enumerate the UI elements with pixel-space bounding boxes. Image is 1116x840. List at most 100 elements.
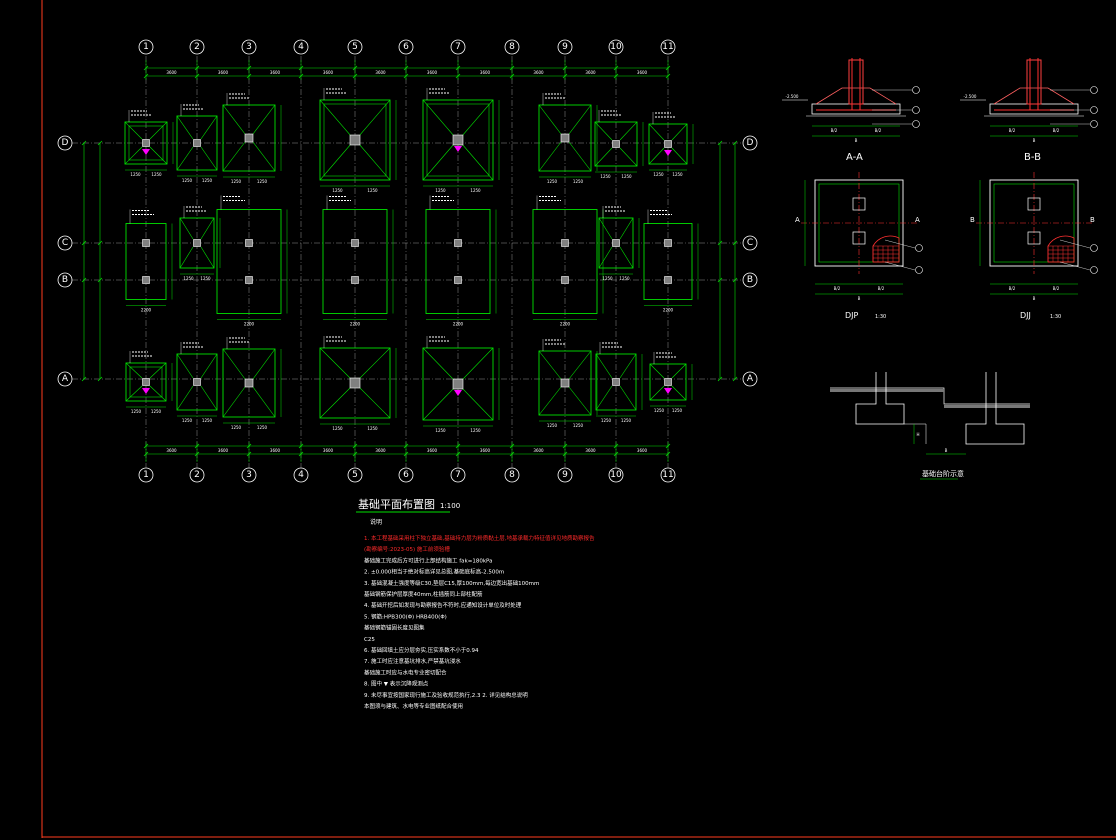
footing-slope-line — [222, 141, 246, 172]
note-line: 本图须与建筑、水电等专业图纸配合使用 — [364, 702, 463, 710]
callout-bubble — [912, 106, 920, 114]
note-line: 基础钢筋保护层厚度40mm,柱插筋同上部柱配筋 — [364, 590, 483, 598]
footing-dimension-text: 1250 — [332, 426, 343, 431]
footing-slope — [815, 87, 897, 105]
footing-section — [965, 372, 1025, 445]
column — [561, 276, 569, 284]
dimension-tick — [717, 277, 723, 283]
dimension-text: B/2 — [1053, 286, 1060, 291]
column — [142, 276, 150, 284]
footing-slope-line — [319, 143, 352, 181]
dimension-text: B/2 — [834, 286, 841, 291]
dimension-tick — [97, 277, 103, 283]
footing-slope-line — [649, 385, 665, 401]
grid-bubble-label: 4 — [298, 470, 304, 480]
column — [142, 239, 150, 247]
footing-slope-line — [619, 385, 637, 411]
callout-leader — [884, 261, 916, 271]
note-line: 1. 本工程基础采用柱下独立基础,基础持力层为粉质黏土层,地基承载力特征值详见地… — [364, 534, 595, 542]
footing-dimension-text: 1250 — [672, 172, 683, 177]
grid-bubble-label: 5 — [352, 470, 358, 480]
grid-bubble — [57, 272, 73, 288]
grid-bubble — [660, 467, 676, 483]
footing-plan-title: DJJ — [1020, 311, 1031, 320]
note-line: (勘察编号:2023-05) 施工前须验槽 — [364, 545, 450, 553]
grid-bubble-label: 4 — [298, 42, 304, 52]
dimension-text: 3600 — [323, 448, 334, 453]
settlement-marker-icon — [142, 388, 150, 394]
section-label: A-A — [846, 152, 863, 163]
plan-scale: 1:100 — [440, 502, 460, 510]
section-mark: A — [915, 216, 920, 224]
footing-slope-line — [595, 385, 613, 411]
grid-bubble-label: C — [747, 238, 753, 248]
footing-slope-line — [461, 347, 494, 381]
column — [245, 239, 253, 247]
rebar-quadrant — [1047, 235, 1075, 263]
grid-bubble-label: D — [747, 138, 754, 148]
footing-dimension-text: 1250 — [183, 276, 194, 281]
footing-slope-line — [568, 141, 592, 172]
dimension-tick — [97, 376, 103, 382]
column — [142, 139, 150, 147]
grid-bubble-label: 9 — [562, 42, 568, 52]
grid-bubble-label: A — [747, 374, 754, 384]
footing-slope-line — [200, 353, 218, 379]
combined-footing: 2200 — [125, 209, 173, 313]
footing-dimension-text: 1250 — [257, 179, 268, 184]
footing-outline — [532, 209, 598, 314]
note-line: 7. 施工时应注意基坑排水,严禁基坑浸水 — [364, 657, 461, 665]
dimension-text: 3600 — [218, 448, 229, 453]
footing-slope-line — [538, 386, 562, 416]
dimension-text: 3600 — [323, 70, 334, 75]
dimension-text: B/2 — [1053, 128, 1060, 133]
footing-slope-line — [422, 347, 455, 381]
grid-bubble — [189, 467, 205, 483]
footing-dimension-text: 1250 — [621, 418, 632, 423]
grid-bubble — [138, 39, 154, 55]
footing-outline — [125, 362, 167, 402]
grid-bubble-label: A — [62, 374, 69, 384]
footing-slope-line — [538, 141, 562, 172]
footing-dimension-text: 1250 — [131, 409, 142, 414]
footing-dimension-text: 1250 — [257, 425, 268, 430]
section-mark: B — [1090, 216, 1095, 224]
footing-slope-line — [671, 147, 688, 165]
footing-slope-line — [538, 104, 562, 135]
column — [454, 276, 462, 284]
callout-leader — [1059, 239, 1091, 249]
footing-slope-line — [422, 143, 455, 181]
footing-dimension-text: 1250 — [202, 418, 213, 423]
footing-dimension-text: 1250 — [601, 418, 612, 423]
grid-bubble-label: 11 — [662, 42, 673, 52]
callout-leader — [1059, 261, 1091, 271]
grid-bubble-label: 10 — [610, 470, 622, 480]
column — [244, 378, 254, 388]
footing-slope-line — [252, 348, 276, 380]
dimension-tick — [717, 140, 723, 146]
dimension-tick — [97, 240, 103, 246]
footing-slope-line — [252, 386, 276, 418]
grid-bubble-label: 8 — [509, 470, 515, 480]
column — [351, 276, 359, 284]
grid-bubble-label: C — [62, 238, 68, 248]
grid-bubble — [742, 135, 758, 151]
footing-dimension-text: 1250 — [200, 276, 211, 281]
footing-slope-line — [200, 217, 215, 240]
grid-bubble-label: D — [62, 138, 69, 148]
footing-outline — [648, 123, 688, 165]
note-line: 4. 基础开挖后如发现与勘察报告不符时,应通知设计单位及时处理 — [364, 601, 522, 609]
grid-bubble-label: 3 — [246, 42, 252, 52]
footing-dimension-text: 1250 — [672, 408, 683, 413]
column — [612, 378, 620, 386]
